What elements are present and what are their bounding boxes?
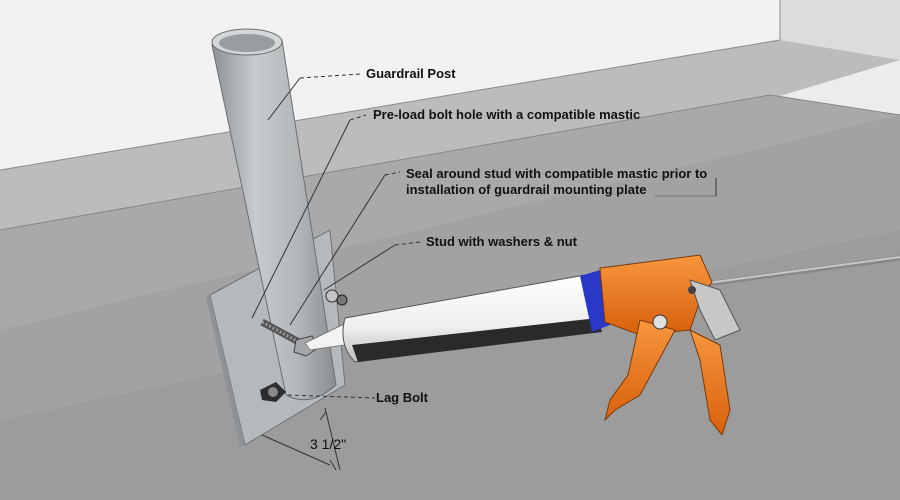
seal-stud-label-line2: installation of guardrail mounting plate bbox=[406, 182, 647, 197]
preload-bolt-hole-label: Pre-load bolt hole with a compatible mas… bbox=[373, 107, 641, 122]
guardrail-post-illustration bbox=[211, 28, 337, 401]
lag-bolt-label: Lag Bolt bbox=[376, 390, 428, 405]
stud-washers-nut-label: Stud with washers & nut bbox=[426, 234, 577, 249]
dimension-lines bbox=[261, 407, 341, 471]
dimension-label: 3 1/2" bbox=[310, 436, 347, 452]
caulk-gun-illustration bbox=[304, 254, 900, 437]
seal-stud-label-line1: Seal around stud with compatible mastic … bbox=[406, 166, 708, 181]
stud-illustration bbox=[260, 289, 348, 357]
seal-stud-label: Seal around stud with compatible mastic … bbox=[406, 166, 707, 198]
guardrail-post-label: Guardrail Post bbox=[366, 66, 456, 81]
lag-bolt-illustration bbox=[260, 382, 286, 402]
leader-lines bbox=[251, 73, 717, 399]
